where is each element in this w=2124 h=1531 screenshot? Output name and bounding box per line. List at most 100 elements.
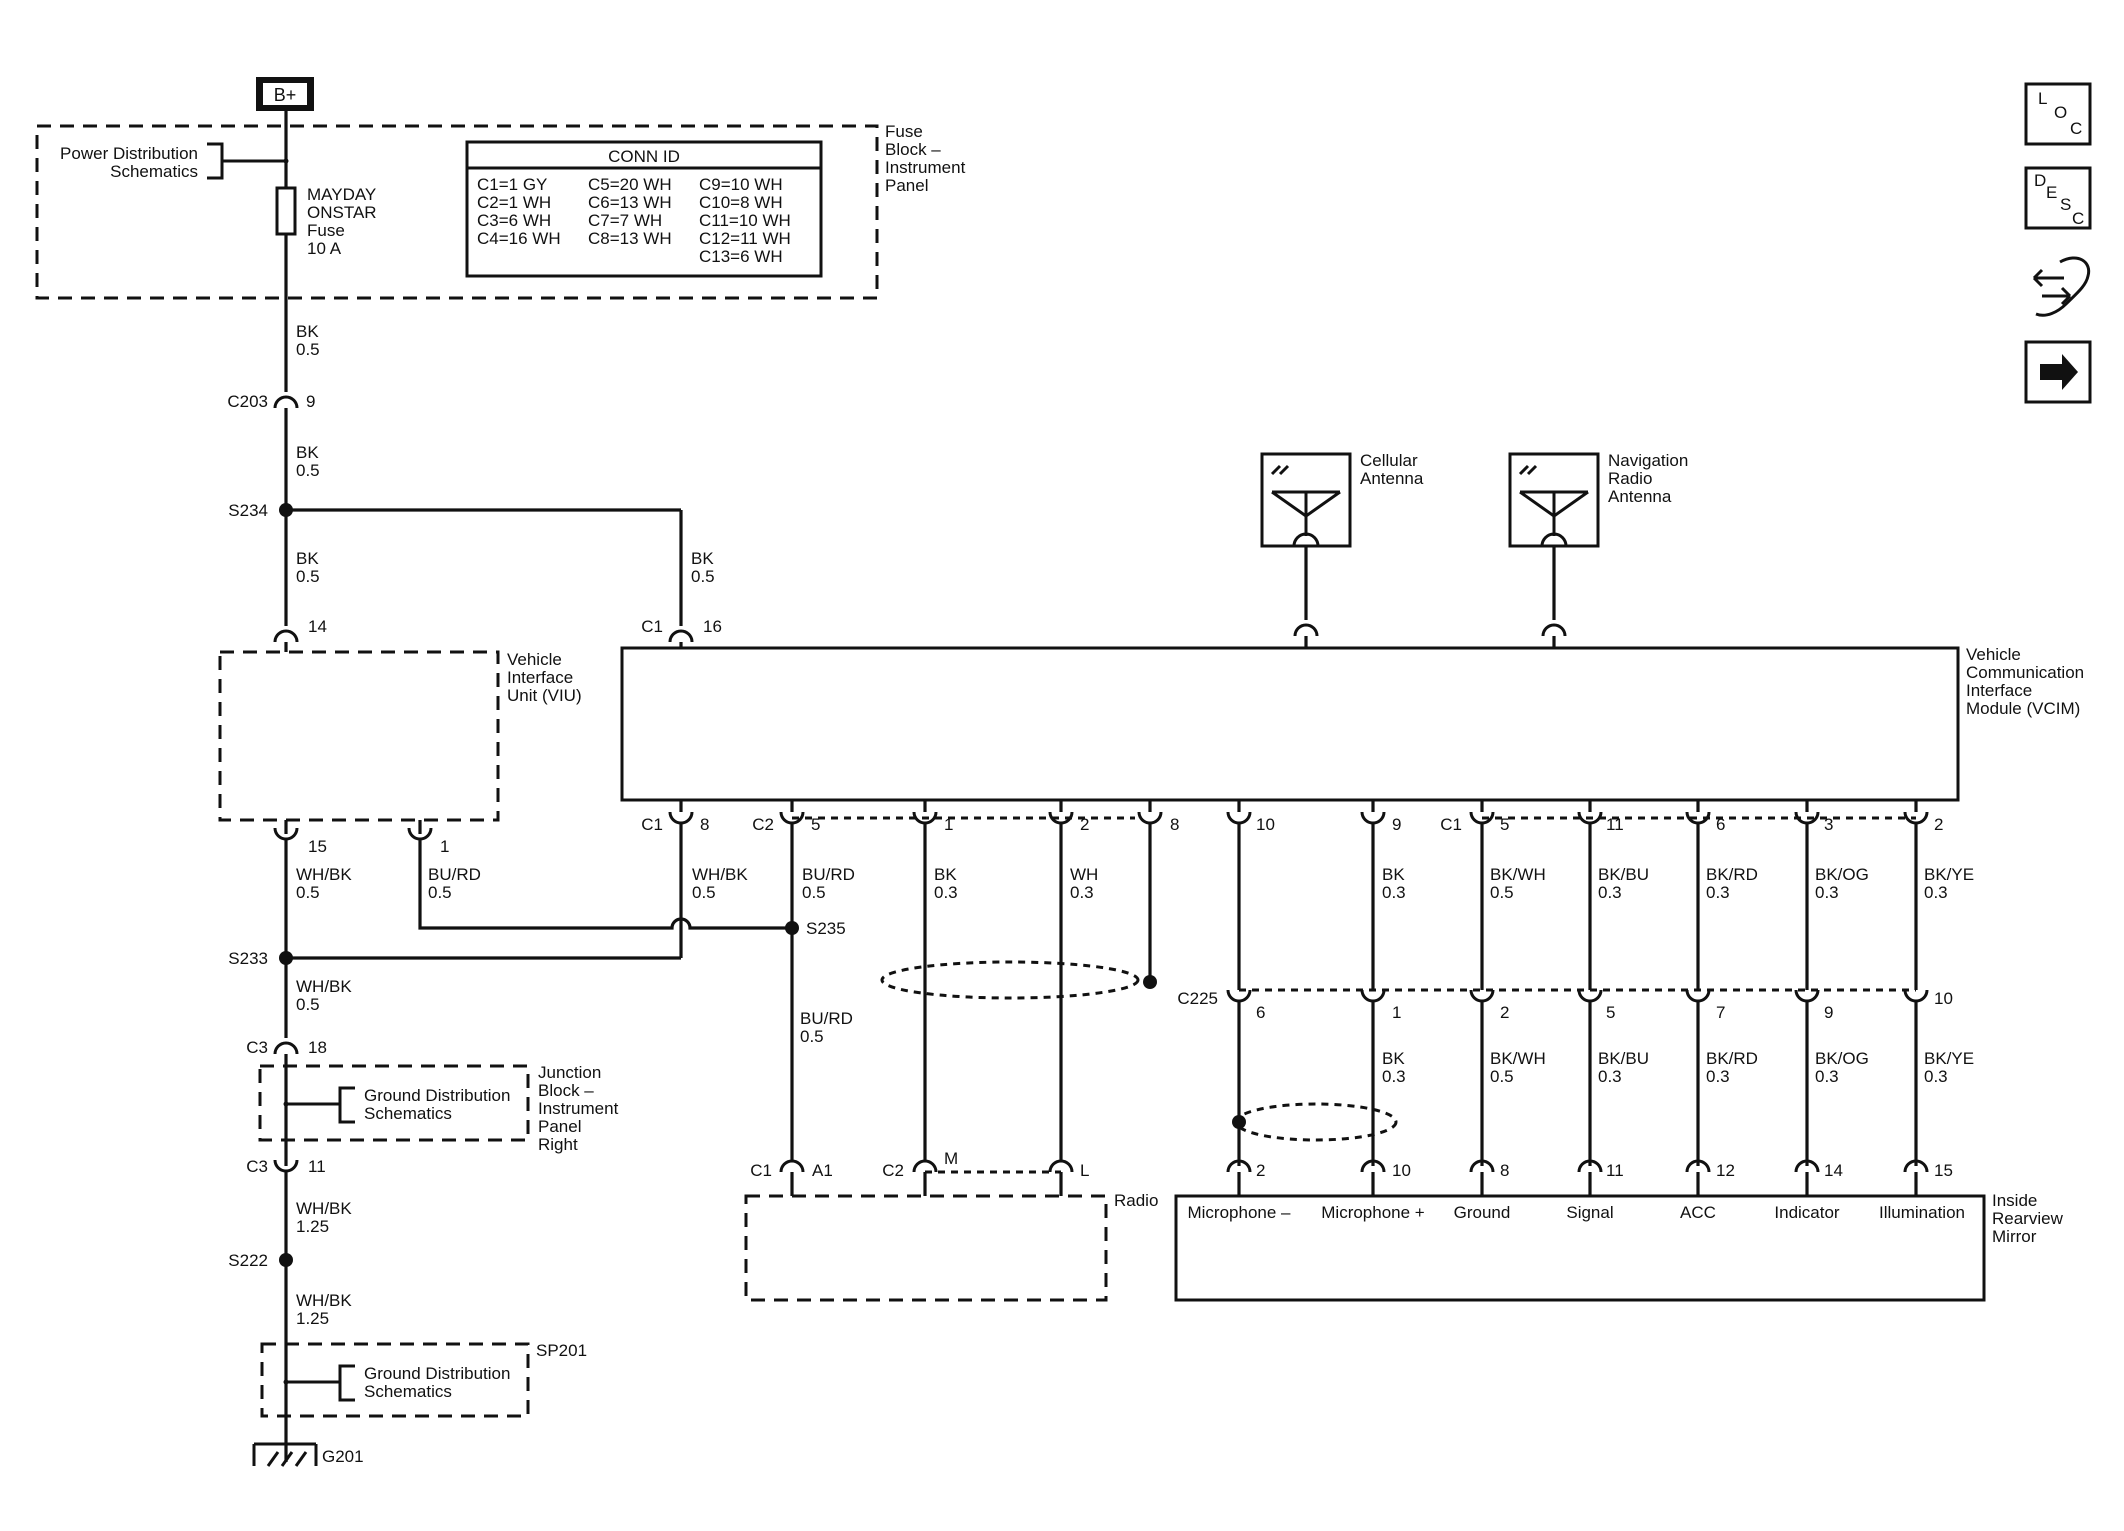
vcim-module: Vehicle Communication Interface Module (… — [620, 645, 2084, 802]
svg-text:0.5: 0.5 — [296, 461, 320, 480]
radio-module: C1 A1 C2 M L Radio — [744, 1149, 1158, 1302]
svg-text:0.5: 0.5 — [296, 883, 320, 902]
c225-connector: C225 — [1177, 988, 1916, 1008]
svg-text:BK: BK — [296, 322, 319, 341]
mayday-onstar-fuse: MAYDAY ONSTAR Fuse 10 A — [275, 185, 377, 258]
svg-text:BK/WH: BK/WH — [1490, 1049, 1546, 1068]
svg-text:BK: BK — [691, 549, 714, 568]
svg-text:0.3: 0.3 — [1815, 883, 1839, 902]
svg-text:14: 14 — [1824, 1161, 1843, 1180]
svg-text:10 A: 10 A — [307, 239, 342, 258]
svg-text:Signal: Signal — [1566, 1203, 1613, 1222]
ground-distribution-reference[interactable]: Ground Distribution Schematics — [283, 1086, 511, 1124]
svg-text:BK/RD: BK/RD — [1706, 1049, 1758, 1068]
junction-block: Junction Block – Instrument Panel Right — [258, 1063, 619, 1154]
svg-text:5: 5 — [811, 815, 820, 834]
svg-text:BK: BK — [296, 443, 319, 462]
svg-text:0.3: 0.3 — [1382, 1067, 1406, 1086]
ground-distribution-reference-2[interactable]: Ground Distribution Schematics — [283, 1364, 511, 1402]
vcim-power-feed: BK 0.5 C1 16 — [286, 508, 722, 648]
svg-text:0.5: 0.5 — [1490, 1067, 1514, 1086]
svg-text:9: 9 — [306, 392, 315, 411]
svg-text:C1: C1 — [641, 617, 663, 636]
svg-text:BK: BK — [1382, 865, 1405, 884]
vcim-pin-c2-2: 2 WH 0.3 — [1048, 800, 1098, 1162]
svg-text:0.3: 0.3 — [1924, 883, 1948, 902]
vcim-pin-c1-11: 11 BK/BU 0.3 — [1577, 800, 1649, 990]
svg-text:C11=10 WH: C11=10 WH — [699, 211, 791, 230]
svg-text:C13=6 WH: C13=6 WH — [699, 247, 783, 266]
svg-text:C203: C203 — [227, 392, 268, 411]
svg-text:0.5: 0.5 — [296, 567, 320, 586]
svg-text:Rearview: Rearview — [1992, 1209, 2064, 1228]
svg-text:C1: C1 — [750, 1161, 772, 1180]
svg-text:0.3: 0.3 — [1598, 883, 1622, 902]
next-page-icon[interactable] — [2024, 340, 2092, 404]
svg-text:BU/RD: BU/RD — [800, 1009, 853, 1028]
svg-text:BK/OG: BK/OG — [1815, 865, 1869, 884]
vcim-pin-c2-9: 9 BK 0.3 — [1360, 800, 1406, 990]
svg-text:C3: C3 — [246, 1038, 268, 1057]
vcim-pin-c1-3: 3 BK/OG 0.3 — [1794, 800, 1869, 990]
svg-text:C1: C1 — [1440, 815, 1462, 834]
svg-text:C5=20 WH: C5=20 WH — [588, 175, 672, 194]
svg-text:C10=8 WH: C10=8 WH — [699, 193, 783, 212]
svg-text:6: 6 — [1716, 815, 1725, 834]
svg-text:MAYDAY: MAYDAY — [307, 185, 376, 204]
svg-text:6: 6 — [1256, 1003, 1265, 1022]
svg-text:Panel: Panel — [538, 1117, 581, 1136]
svg-text:0.3: 0.3 — [1070, 883, 1094, 902]
svg-text:Unit (VIU): Unit (VIU) — [507, 686, 582, 705]
svg-text:0.3: 0.3 — [934, 883, 958, 902]
svg-text:S222: S222 — [228, 1251, 268, 1270]
svg-text:Instrument: Instrument — [885, 158, 966, 177]
svg-text:Fuse: Fuse — [307, 221, 345, 240]
svg-text:E: E — [2046, 183, 2057, 202]
svg-text:Microphone –: Microphone – — [1187, 1203, 1291, 1222]
svg-text:Schematics: Schematics — [110, 162, 198, 181]
svg-text:0.5: 0.5 — [800, 1027, 824, 1046]
svg-text:BK/OG: BK/OG — [1815, 1049, 1869, 1068]
svg-text:WH/BK: WH/BK — [296, 1199, 352, 1218]
svg-text:C3=6 WH: C3=6 WH — [477, 211, 551, 230]
battery-source: B+ — [256, 77, 314, 111]
svg-text:Fuse: Fuse — [885, 122, 923, 141]
svg-text:BK/YE: BK/YE — [1924, 1049, 1974, 1068]
svg-text:0.5: 0.5 — [296, 340, 320, 359]
g201-label: G201 — [322, 1447, 364, 1466]
svg-text:16: 16 — [703, 617, 722, 636]
svg-text:Junction: Junction — [538, 1063, 601, 1082]
vcim-pin-c2-1: 1 BK 0.3 — [912, 800, 958, 1162]
svg-text:CONN ID: CONN ID — [608, 147, 680, 166]
svg-text:C225: C225 — [1177, 989, 1218, 1008]
svg-text:15: 15 — [1934, 1161, 1953, 1180]
shield-radio-pair — [880, 960, 1140, 1000]
svg-text:Vehicle: Vehicle — [507, 650, 562, 669]
c203-connector: C203 9 — [227, 392, 315, 411]
battery-label: B+ — [274, 85, 297, 105]
svg-text:C4=16 WH: C4=16 WH — [477, 229, 561, 248]
power-distribution-reference[interactable]: Power Distribution Schematics — [60, 142, 289, 181]
svg-text:L: L — [2038, 89, 2047, 108]
svg-text:Interface: Interface — [507, 668, 573, 687]
svg-text:C12=11 WH: C12=11 WH — [699, 229, 791, 248]
svg-text:BK/RD: BK/RD — [1706, 865, 1758, 884]
svg-text:C: C — [2070, 119, 2082, 138]
loc-icon[interactable]: L O C — [2024, 82, 2092, 146]
svg-text:2: 2 — [1080, 815, 1089, 834]
svg-text:C3: C3 — [246, 1157, 268, 1176]
svg-text:10: 10 — [1256, 815, 1275, 834]
svg-text:Vehicle: Vehicle — [1966, 645, 2021, 664]
svg-text:Schematics: Schematics — [364, 1104, 452, 1123]
svg-text:BK/WH: BK/WH — [1490, 865, 1546, 884]
svg-text:Indicator: Indicator — [1774, 1203, 1840, 1222]
vcim-bottom-pins: C1 8 WH/BK 0.5 C2 5 BU/RD 0.5 1 BK 0.3 — [641, 800, 1974, 1162]
desc-icon[interactable]: D E S C — [2024, 166, 2092, 230]
svg-text:C2=1 WH: C2=1 WH — [477, 193, 551, 212]
svg-text:Illumination: Illumination — [1879, 1203, 1965, 1222]
connector-view-icon[interactable] — [2032, 256, 2091, 317]
vcim-pin-c1-2: 2 BK/YE 0.3 — [1903, 800, 1974, 990]
svg-text:Block –: Block – — [885, 140, 941, 159]
svg-text:Module (VCIM): Module (VCIM) — [1966, 699, 2080, 718]
